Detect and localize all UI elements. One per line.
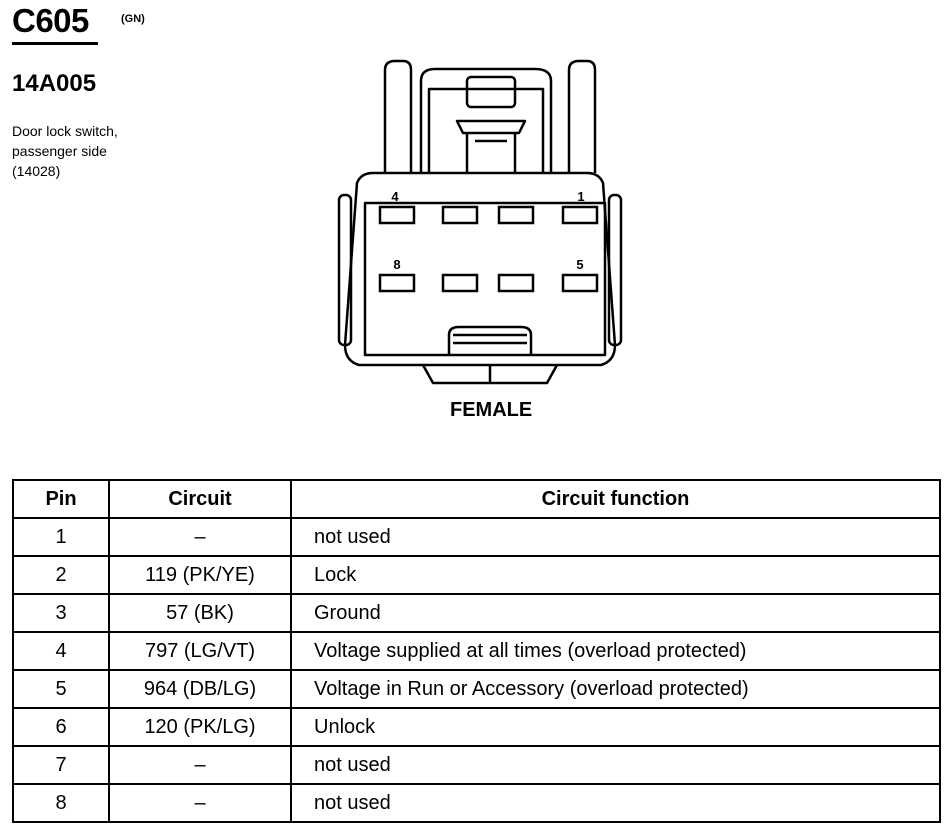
pin-label-5: 5 (576, 257, 583, 272)
cell-function: Ground (290, 593, 941, 633)
description-line: (14028) (12, 163, 61, 179)
cell-circuit: 119 (PK/YE) (108, 555, 292, 595)
pin-label-4: 4 (391, 189, 399, 204)
left-prong (383, 59, 413, 173)
cell-function: not used (290, 517, 941, 557)
pin-table: Pin Circuit Circuit function 1 – not use… (12, 479, 941, 823)
left-ear (337, 193, 353, 347)
header-circuit: Circuit (108, 479, 292, 519)
right-ear (607, 193, 623, 347)
right-prong (567, 59, 597, 173)
connector-body (343, 171, 617, 367)
view-label: FEMALE (450, 399, 533, 421)
cell-circuit: – (108, 783, 292, 823)
latch-block (465, 75, 517, 109)
cell-pin: 7 (12, 745, 110, 785)
connector-description: Door lock switch, passenger side (14028) (12, 121, 118, 181)
pin-cavity-8 (378, 273, 416, 293)
pin-cavity-4 (378, 205, 416, 225)
keyway (447, 325, 533, 355)
cell-circuit: – (108, 745, 292, 785)
description-line: Door lock switch, (12, 123, 118, 139)
pin-cavity-3 (441, 205, 479, 225)
pin-cavity-2 (497, 205, 535, 225)
cell-pin: 2 (12, 555, 110, 595)
pin-cavity-6 (497, 273, 535, 293)
cell-circuit: 120 (PK/LG) (108, 707, 292, 747)
connector-id: C605 (12, 2, 89, 39)
connector-id-underline (12, 42, 98, 45)
latch-tab-stem (465, 133, 517, 173)
cell-function: Lock (290, 555, 941, 595)
cell-function: not used (290, 783, 941, 823)
table-row: 6 120 (PK/LG) Unlock (12, 707, 941, 747)
pin-cavity-5 (561, 273, 599, 293)
top-housing-inner (427, 87, 545, 173)
table-row: 1 – not used (12, 517, 941, 557)
top-housing (419, 67, 553, 173)
cell-function: Voltage in Run or Accessory (overload pr… (290, 669, 941, 709)
table-header-row: Pin Circuit Circuit function (12, 479, 941, 519)
cell-circuit: 57 (BK) (108, 593, 292, 633)
cell-function: Unlock (290, 707, 941, 747)
table-row: 8 – not used (12, 783, 941, 823)
table-row: 5 964 (DB/LG) Voltage in Run or Accessor… (12, 669, 941, 709)
latch-tab (455, 119, 527, 135)
cell-pin: 1 (12, 517, 110, 557)
table-row: 2 119 (PK/YE) Lock (12, 555, 941, 595)
cell-pin: 8 (12, 783, 110, 823)
table-row: 7 – not used (12, 745, 941, 785)
pin-cavity-7 (441, 273, 479, 293)
cell-pin: 3 (12, 593, 110, 633)
pin-label-1: 1 (577, 189, 584, 204)
connector-diagram: 4 1 8 5 (337, 59, 623, 385)
color-code: (GN) (121, 13, 145, 25)
pin-label-8: 8 (393, 257, 400, 272)
cell-function: Voltage supplied at all times (overload … (290, 631, 941, 671)
cell-function: not used (290, 745, 941, 785)
header-pin: Pin (12, 479, 110, 519)
cell-circuit: 964 (DB/LG) (108, 669, 292, 709)
table-row: 4 797 (LG/VT) Voltage supplied at all ti… (12, 631, 941, 671)
cell-circuit: 797 (LG/VT) (108, 631, 292, 671)
pin-cavity-1 (561, 205, 599, 225)
inner-cavity (363, 201, 607, 357)
description-line: passenger side (12, 143, 107, 159)
cell-circuit: – (108, 517, 292, 557)
cell-pin: 5 (12, 669, 110, 709)
header-circuit-function: Circuit function (290, 479, 941, 519)
table-row: 3 57 (BK) Ground (12, 593, 941, 633)
cell-pin: 6 (12, 707, 110, 747)
cell-pin: 4 (12, 631, 110, 671)
part-number: 14A005 (12, 70, 97, 97)
